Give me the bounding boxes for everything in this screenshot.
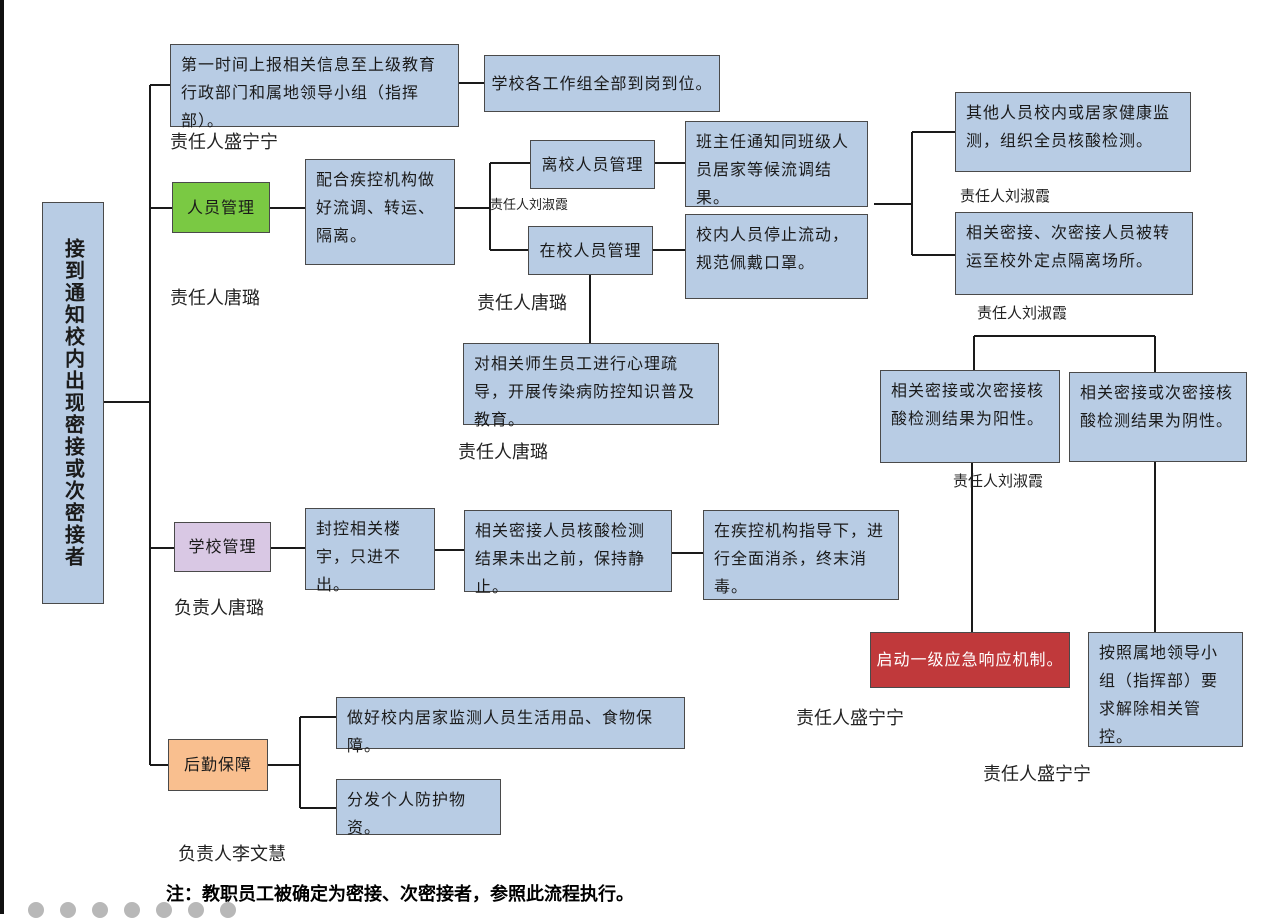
release-box: 按照属地领导小组（指挥部）要求解除相关管控。	[1088, 632, 1243, 747]
personnel-title-box: 人员管理	[172, 182, 270, 233]
positive-resp-label: 责任人刘淑霞	[953, 472, 1044, 490]
toolbar-crop-icon	[124, 902, 140, 918]
emergency-resp-label: 责任人盛宁宁	[796, 708, 904, 729]
school-resp-label: 负责人唐璐	[174, 598, 264, 619]
logistics-title-box: 后勤保障	[168, 739, 268, 791]
psych-box: 对相关师生员工进行心理疏导，开展传染病防控知识普及教育。	[463, 343, 719, 429]
top-resp-label: 责任人盛宁宁	[170, 132, 278, 153]
ppe-box: 分发个人防护物资。	[336, 779, 501, 837]
leave-title-box: 离校人员管理	[530, 140, 655, 189]
seal-box: 封控相关楼宇，只进不出。	[305, 508, 435, 594]
toolbar-pen-icon	[92, 902, 108, 918]
stay-title-box: 在校人员管理	[528, 226, 653, 275]
footer-note: 注：教职员工被确定为密接、次密接者，参照此流程执行。	[166, 884, 634, 905]
resp-liu-small-label: 责任人刘淑霞	[490, 198, 569, 213]
toolbar-more-icon	[220, 902, 236, 918]
positive-box: 相关密接或次密接核酸检测结果为阳性。	[880, 370, 1060, 463]
monitor-resp-label: 责任人刘淑霞	[960, 187, 1051, 205]
logistics-resp-label: 负责人李文慧	[178, 844, 286, 865]
report-box: 第一时间上报相关信息至上级教育行政部门和属地领导小组（指挥部）。	[170, 44, 459, 130]
disinfect-box: 在疾控机构指导下，进行全面消杀，终末消毒。	[703, 510, 899, 600]
monitor-box: 其他人员校内或居家健康监测，组织全员核酸检测。	[955, 92, 1191, 172]
emergency-box: 启动一级应急响应机制。	[870, 632, 1070, 688]
toolbar-save-icon	[188, 902, 204, 918]
negative-box: 相关密接或次密接核酸检测结果为阴性。	[1069, 372, 1247, 462]
toolbar-circle-icon	[28, 902, 44, 918]
psych-resp-label: 责任人唐璐	[458, 442, 548, 463]
root-box: 接到通知校内出现密接或次密接者	[42, 202, 104, 604]
transfer-box: 相关密接、次密接人员被转运至校外定点隔离场所。	[955, 212, 1193, 295]
cooperate-box: 配合疾控机构做好流调、转运、隔离。	[305, 159, 455, 265]
groups-box: 学校各工作组全部到岗到位。	[484, 55, 720, 112]
toolbar-circle-icon	[60, 902, 76, 918]
release-resp-label: 责任人盛宁宁	[983, 764, 1091, 785]
viewer-toolbar	[28, 902, 236, 918]
stay-action-box: 校内人员停止流动，规范佩戴口罩。	[685, 214, 868, 299]
supply-box: 做好校内居家监测人员生活用品、食物保障。	[336, 697, 685, 755]
window-left-border	[0, 0, 4, 914]
personnel-resp-label: 责任人唐璐	[170, 288, 260, 309]
toolbar-share-icon	[156, 902, 172, 918]
leave-action-box: 班主任通知同班级人员居家等候流调结果。	[685, 121, 868, 207]
school-title-box: 学校管理	[174, 522, 271, 572]
wait-box: 相关密接人员核酸检测结果未出之前，保持静止。	[464, 510, 672, 596]
stay-resp-label: 责任人唐璐	[477, 293, 567, 314]
transfer-resp-label: 责任人刘淑霞	[977, 304, 1068, 322]
